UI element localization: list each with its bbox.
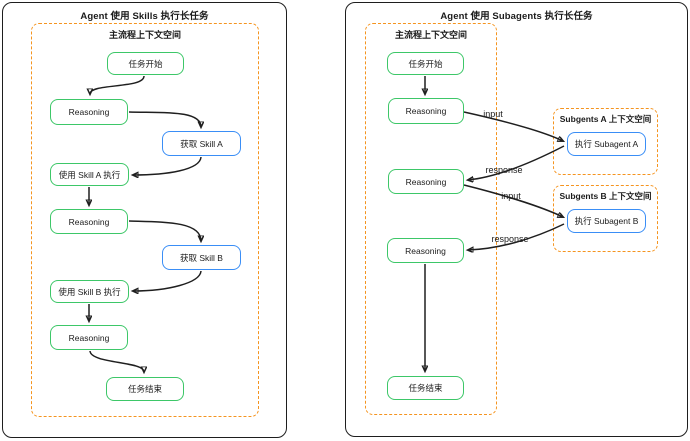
node-reasoning-1-right: Reasoning [388, 98, 464, 124]
node-use-skill-a: 使用 Skill A 执行 [50, 163, 129, 186]
node-reasoning-3-left: Reasoning [50, 325, 128, 350]
context-box-main-right-label: 主流程上下文空间 [394, 30, 467, 40]
edge-label-response-b: response [491, 234, 529, 244]
node-use-skill-b: 使用 Skill B 执行 [50, 280, 129, 303]
context-box-main-right: 主流程上下文空间 [365, 23, 497, 415]
node-get-skill-a: 获取 Skill A [162, 131, 241, 156]
node-reasoning-1-left: Reasoning [50, 99, 128, 125]
node-exec-subagent-a: 执行 Subagent A [567, 132, 646, 156]
context-box-subagent-b: Subgents B 上下文空间 [553, 185, 658, 252]
panel-skills-title: Agent 使用 Skills 执行长任务 [80, 11, 209, 22]
edge-label-input-a: input [483, 109, 503, 119]
panel-subagents-title: Agent 使用 Subagents 执行长任务 [440, 11, 593, 22]
node-task-start-right: 任务开始 [387, 52, 464, 75]
node-task-end-right: 任务结束 [387, 376, 464, 400]
context-box-subagent-b-label: Subgents B 上下文空间 [559, 191, 652, 201]
node-reasoning-2-right: Reasoning [388, 169, 464, 194]
node-reasoning-3-right: Reasoning [387, 238, 464, 263]
node-task-start-left: 任务开始 [107, 52, 184, 75]
edge-label-input-b: input [501, 191, 521, 201]
node-reasoning-2-left: Reasoning [50, 209, 128, 234]
node-exec-subagent-b: 执行 Subagent B [567, 209, 646, 233]
node-get-skill-b: 获取 Skill B [162, 245, 241, 270]
context-box-subagent-a-label: Subgents A 上下文空间 [559, 114, 652, 124]
context-box-main-left-label: 主流程上下文空间 [108, 30, 181, 40]
context-box-main-left: 主流程上下文空间 [31, 23, 259, 417]
node-task-end-left: 任务结束 [106, 377, 184, 401]
edge-label-response-a: response [485, 165, 523, 175]
